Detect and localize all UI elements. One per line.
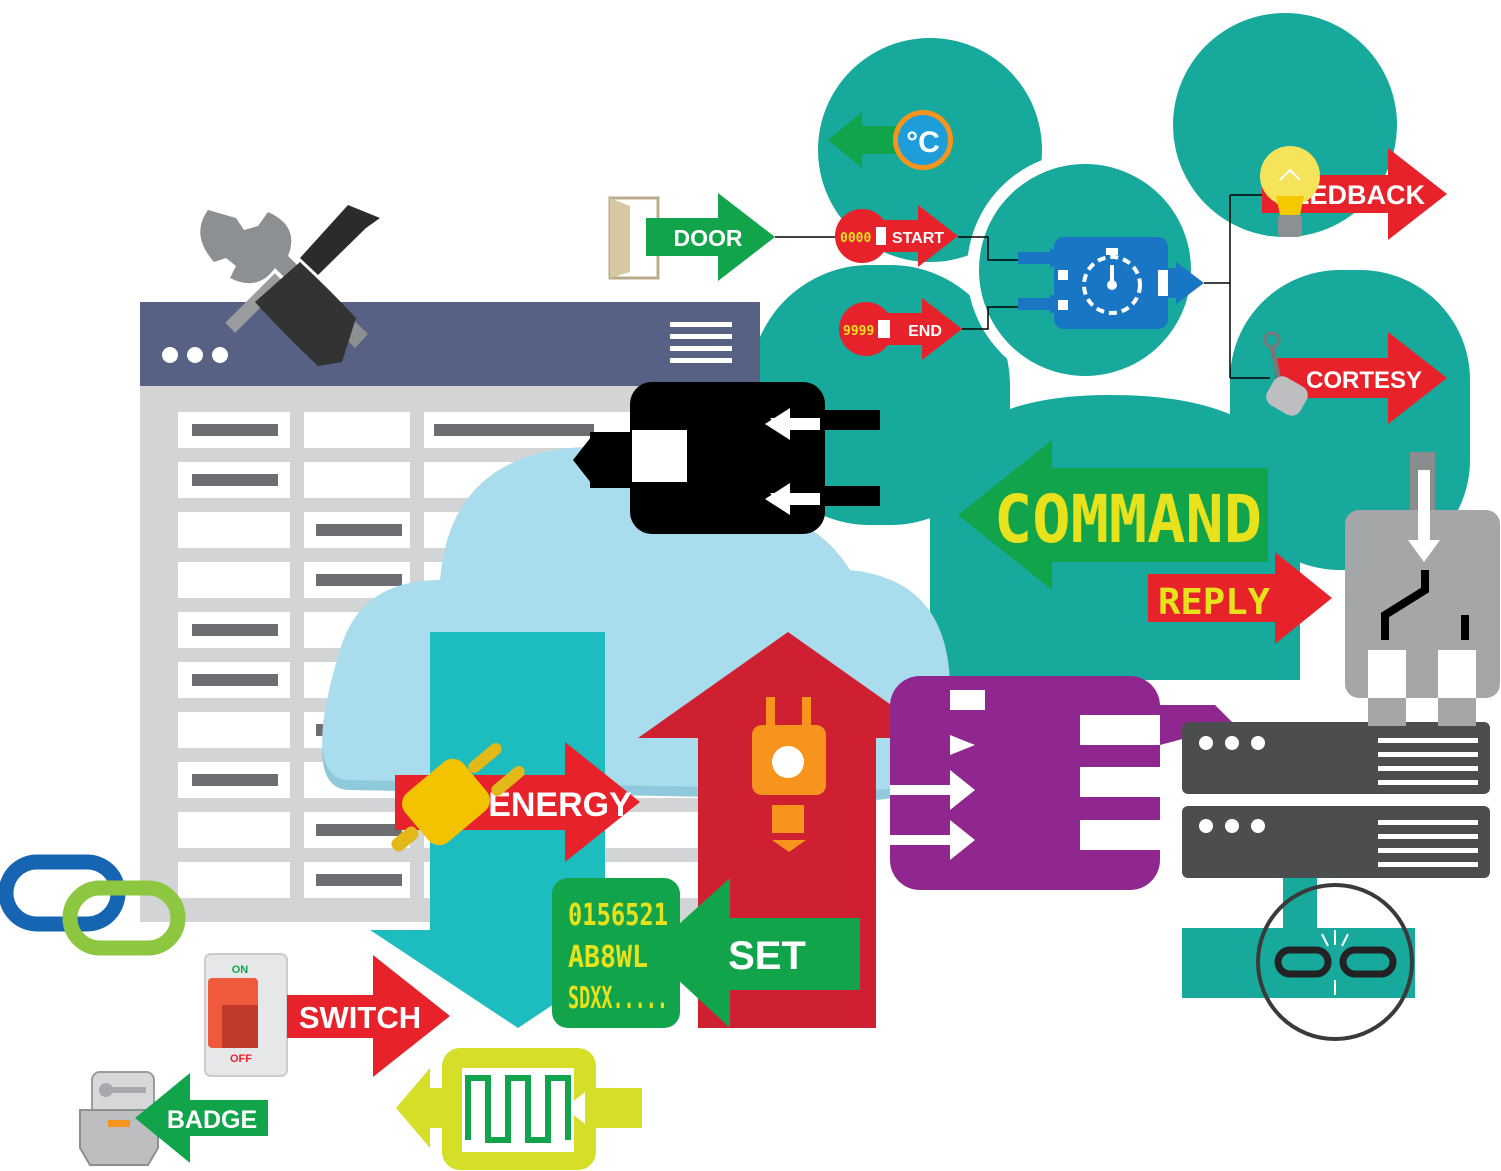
- stopwatch-icon: [1018, 237, 1204, 329]
- circuit-breaker-icon: [1345, 452, 1500, 726]
- switch-arrow: SWITCH: [287, 955, 450, 1077]
- lightbulb-icon: [1260, 146, 1320, 237]
- switch-label: SWITCH: [299, 1000, 421, 1035]
- server-icon: [1182, 722, 1490, 998]
- badge-label: BADGE: [167, 1106, 257, 1134]
- start-arrow: 0000 START: [835, 205, 958, 267]
- screwdriver-icon: [225, 205, 380, 366]
- code-line: SDXX.....: [568, 981, 668, 1016]
- end-label: END: [908, 323, 942, 340]
- plug-icon: [752, 697, 826, 852]
- chain-link-icon: [0, 854, 186, 956]
- command-label: COMMAND: [994, 481, 1262, 558]
- door-arrow: DOOR: [646, 193, 775, 281]
- broken-link-icon: [1256, 883, 1414, 1041]
- set-arrow: SET: [648, 878, 860, 1028]
- door-label: DOOR: [674, 225, 743, 251]
- key-badge-icon: [79, 1071, 159, 1166]
- code-line: 0156521: [568, 898, 668, 933]
- cortesy-label: CORTESY: [1306, 367, 1422, 394]
- tools-icon: [200, 205, 380, 366]
- command-arrow: COMMAND: [958, 440, 1268, 590]
- switch-on-label: ON: [232, 964, 249, 976]
- connector-chip-icon: [573, 382, 880, 534]
- code-line: AB8WL: [568, 940, 648, 975]
- code-display: 0156521 AB8WL SDXX.....: [552, 878, 680, 1028]
- purple-hub: [890, 676, 1235, 890]
- end-arrow: 9999 END: [839, 298, 962, 360]
- waveform-icon: [396, 1048, 642, 1170]
- toggle-lever-icon: [1263, 331, 1308, 416]
- celsius-label: °C: [906, 126, 940, 159]
- start-counter: 0000: [840, 231, 871, 246]
- energy-arrow: ENERGY: [395, 742, 640, 862]
- power-switch-icon: ON OFF: [204, 953, 288, 1077]
- switch-off-label: OFF: [230, 1053, 252, 1065]
- plug-yellow-icon: [391, 743, 525, 852]
- thermometer-celsius-icon: °C: [828, 110, 953, 170]
- energy-label: ENERGY: [488, 786, 632, 824]
- reply-label: REPLY: [1158, 582, 1270, 623]
- badge-arrow: BADGE: [135, 1073, 268, 1163]
- start-label: START: [892, 230, 944, 247]
- end-counter: 9999: [843, 324, 874, 339]
- set-label: SET: [728, 934, 806, 978]
- reply-arrow: REPLY: [1148, 552, 1332, 644]
- menu-icon: [670, 322, 732, 363]
- cortesy-arrow: CORTESY: [1275, 332, 1447, 424]
